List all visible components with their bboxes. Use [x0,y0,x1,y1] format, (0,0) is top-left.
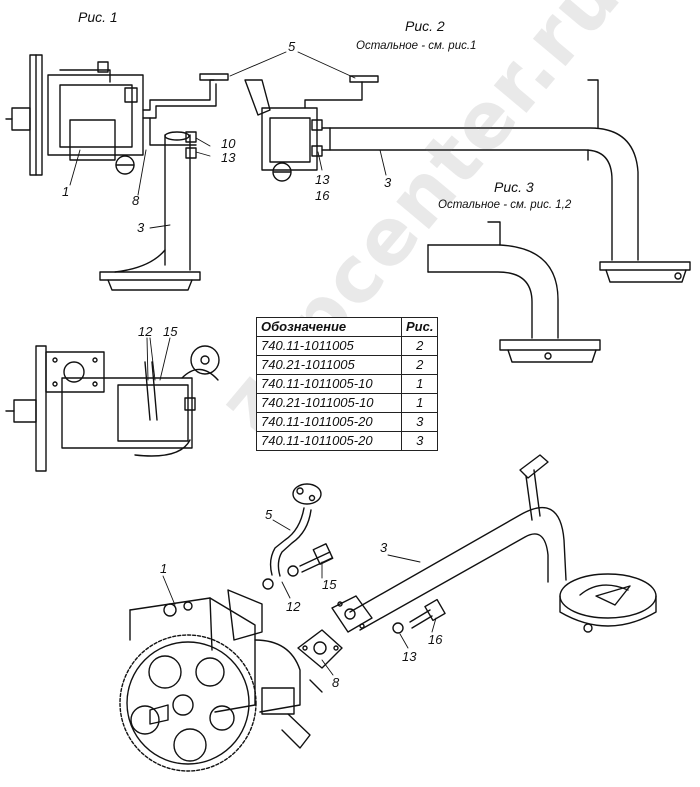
table-row: 740.11-1011005-20 3 [256,431,439,451]
figure-3-drawing [427,221,601,363]
designation-cell: 740.21-1011005-10 [256,393,402,413]
callout-16: 16 [428,632,443,647]
table-row: 740.21-1011005-10 1 [256,393,439,413]
callout-1: 1 [62,184,70,199]
callout-12: 12 [138,324,153,339]
table-row: 740.21-1011005 2 [256,355,439,375]
callout-13: 13 [315,172,330,187]
figure-cell: 3 [400,431,439,451]
callout-12: 12 [286,599,301,614]
callout-1: 1 [160,561,168,576]
callout-8: 8 [132,193,140,208]
table-row: 740.11-1011005 2 [256,336,439,356]
column-header-designation: Обозначение [256,317,402,337]
callout-3: 3 [137,220,145,235]
designation-cell: 740.11-1011005-20 [256,431,402,451]
detail-view-drawing [5,345,220,472]
designation-cell: 740.21-1011005 [256,355,402,375]
callout-13: 13 [402,649,417,664]
designation-cell: 740.11-1011005-20 [256,412,402,432]
designation-cell: 740.11-1011005 [256,336,402,356]
table-row: 740.11-1011005-20 3 [256,412,439,432]
designation-table: Обозначение Рис. 740.11-1011005 2 740.21… [256,317,439,451]
designation-cell: 740.11-1011005-10 [256,374,402,394]
callout-5: 5 [265,507,273,522]
callout-3: 3 [380,540,388,555]
figure-cell: 3 [400,412,439,432]
column-header-figure: Рис. [400,317,439,337]
callout-8: 8 [332,675,340,690]
figure-cell: 1 [400,374,439,394]
callout-15: 15 [322,577,337,592]
callout-15: 15 [163,324,178,339]
leader-lines [69,51,437,676]
callout-10: 10 [221,136,236,151]
figure-cell: 2 [400,336,439,356]
figure-cell: 2 [400,355,439,375]
figure-3-note: Остальное - см. рис. 1,2 [438,199,572,211]
exploded-view-drawing [119,454,657,772]
figure-2-drawing [244,75,691,283]
figure-cell: 1 [400,393,439,413]
figure-2-caption: Рис. 2 [405,18,445,34]
table-header-row: Обозначение Рис. [256,317,439,337]
callout-16: 16 [315,188,330,203]
callout-3: 3 [384,175,392,190]
figure-1-drawing [5,54,229,291]
callout-5: 5 [288,39,296,54]
callout-13: 13 [221,150,236,165]
table-row: 740.11-1011005-10 1 [256,374,439,394]
figure-1-caption: Рис. 1 [78,9,118,25]
figure-3-caption: Рис. 3 [494,179,534,195]
figure-2-note: Остальное - см. рис.1 [356,40,477,52]
